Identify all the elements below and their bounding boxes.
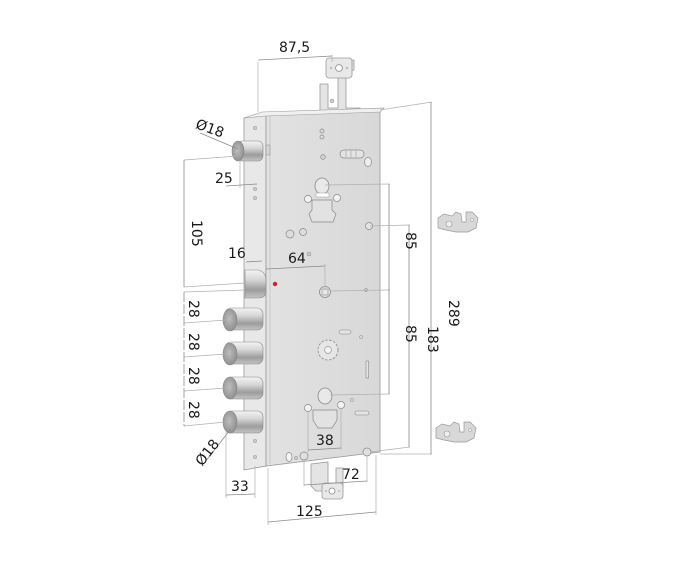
dim-top-bracket-offset: 87,5 (279, 40, 310, 56)
dim-hole-offset: 72 (342, 467, 360, 483)
dim-upper-hole-to-center: 85 (402, 232, 418, 250)
upper-rod-connector (437, 211, 479, 233)
top-extension-bracket (319, 57, 361, 114)
dim-bolt-spacing-3: 28 (185, 367, 201, 385)
red-indicator-dot (272, 281, 278, 287)
dim-backset: 64 (288, 251, 306, 267)
deadbolt-1 (222, 307, 264, 332)
dim-bolt-projection-bottom: 33 (231, 479, 249, 495)
dim-case-width: 125 (296, 504, 323, 520)
dim-bottom-bolt-diameter: Ø18 (193, 437, 223, 470)
dim-top-bolt-projection: 25 (215, 171, 233, 187)
upper-cylinder-cutout (304, 177, 341, 223)
dim-center-to-lower-cylinder: 85 (402, 325, 418, 343)
dim-top-bolt-to-latch: 105 (188, 220, 204, 247)
deadbolt-3 (222, 376, 264, 400)
dim-bolt-spacing-4: 28 (185, 401, 201, 419)
lower-rod-connector (435, 421, 477, 443)
deadbolt-4 (222, 410, 264, 434)
latch-bolt (244, 269, 267, 299)
gear-mechanism (317, 339, 339, 361)
dim-bolt-spacing-2: 28 (185, 333, 201, 351)
lock-case (243, 107, 385, 467)
deadbolt-2 (222, 341, 264, 366)
dim-top-bolt-diameter: Ø18 (193, 117, 226, 142)
lower-cylinder-cutout (304, 387, 345, 429)
dim-fixing-holes-distance: 183 (424, 326, 440, 353)
dim-bolt-spacing-1: 28 (185, 300, 201, 318)
dim-cylinder-spacing: 38 (316, 433, 334, 449)
dim-total-height: 289 (445, 300, 461, 327)
bottom-extension-bracket (310, 461, 344, 500)
dim-latch-projection: 16 (228, 246, 246, 262)
dimension-lines (183, 55, 433, 525)
